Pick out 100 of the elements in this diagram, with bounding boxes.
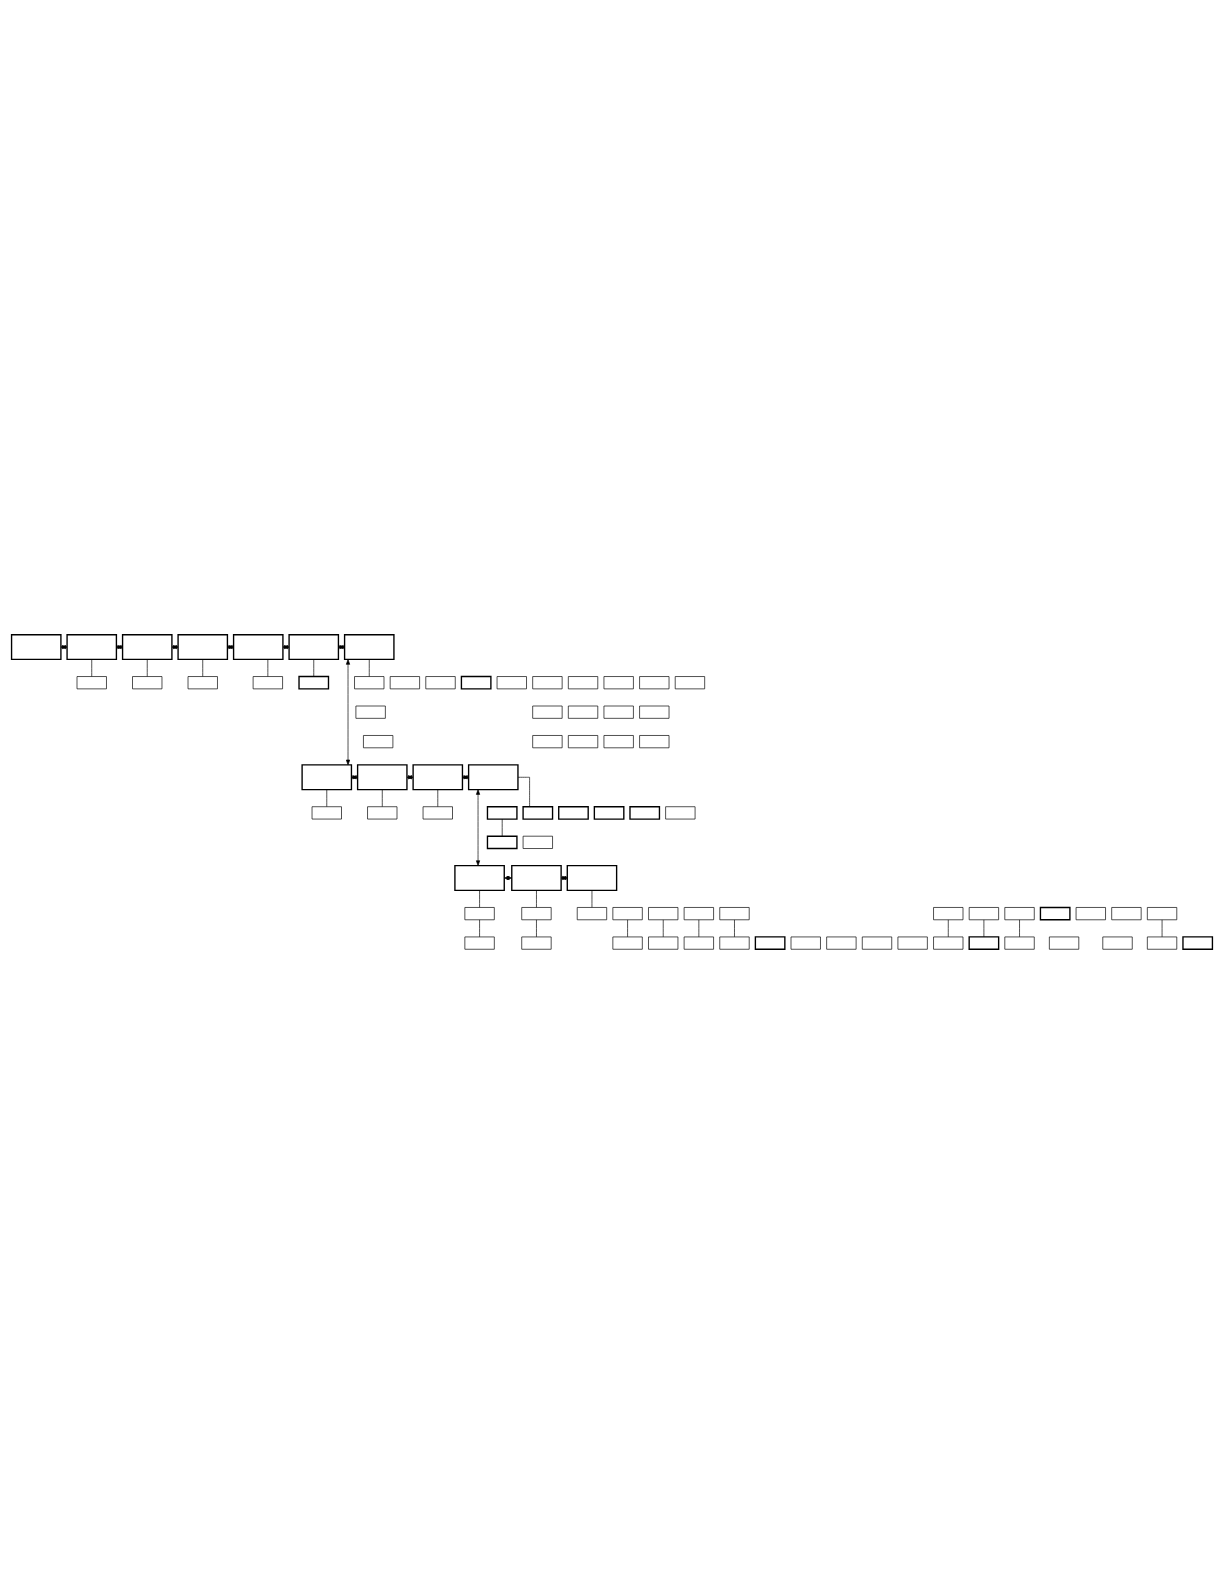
node-box bbox=[532, 676, 563, 690]
connector bbox=[368, 659, 370, 677]
node-box bbox=[1004, 936, 1035, 950]
node-box bbox=[1182, 936, 1214, 950]
node-box bbox=[486, 835, 518, 850]
node-box bbox=[521, 936, 552, 950]
node-box bbox=[532, 705, 563, 719]
node-box bbox=[511, 864, 562, 891]
node-box bbox=[356, 764, 408, 791]
arrow bbox=[476, 789, 481, 866]
node-box bbox=[754, 936, 786, 950]
connector bbox=[326, 789, 328, 807]
node-box bbox=[467, 764, 519, 791]
node-box bbox=[567, 705, 599, 719]
node-box bbox=[683, 936, 714, 950]
node-box bbox=[187, 676, 218, 690]
connector bbox=[202, 659, 204, 677]
connector bbox=[627, 919, 628, 938]
node-box bbox=[363, 735, 394, 749]
node-box bbox=[933, 936, 964, 950]
node-box bbox=[464, 936, 495, 950]
node-box bbox=[288, 634, 340, 661]
node-box bbox=[639, 676, 670, 690]
node-box bbox=[719, 936, 750, 950]
node-box bbox=[1102, 936, 1133, 950]
node-box bbox=[826, 936, 857, 950]
node-box bbox=[612, 936, 643, 950]
node-box bbox=[1075, 907, 1106, 921]
node-box bbox=[343, 634, 395, 661]
node-box bbox=[521, 907, 552, 921]
connector bbox=[437, 789, 439, 807]
node-box bbox=[576, 907, 608, 921]
node-box bbox=[422, 806, 453, 820]
arrow bbox=[346, 659, 351, 766]
node-box bbox=[486, 806, 518, 820]
node-box bbox=[354, 676, 385, 690]
node-box bbox=[298, 675, 330, 690]
node-box bbox=[454, 864, 505, 891]
node-box bbox=[367, 806, 398, 820]
connector bbox=[536, 890, 537, 908]
node-box bbox=[861, 936, 893, 950]
node-box bbox=[232, 634, 284, 661]
connector bbox=[91, 659, 93, 677]
connector bbox=[381, 789, 383, 807]
node-box bbox=[933, 907, 964, 921]
node-box bbox=[603, 705, 634, 719]
node-box bbox=[1039, 906, 1071, 921]
node-box bbox=[603, 676, 634, 690]
node-box bbox=[460, 675, 492, 690]
node-box bbox=[593, 806, 625, 820]
node-box bbox=[603, 735, 634, 749]
node-box bbox=[355, 705, 386, 719]
connector bbox=[501, 818, 503, 837]
connector bbox=[479, 919, 480, 938]
node-box bbox=[532, 735, 563, 749]
connector bbox=[591, 890, 593, 908]
node-box bbox=[412, 764, 464, 791]
connector bbox=[983, 919, 985, 938]
node-box bbox=[665, 806, 696, 820]
node-box bbox=[522, 835, 553, 849]
node-box bbox=[177, 634, 229, 661]
node-box bbox=[76, 676, 107, 690]
node-box bbox=[522, 806, 554, 820]
connector bbox=[313, 659, 315, 677]
node-box bbox=[639, 735, 670, 749]
node-box bbox=[639, 705, 670, 719]
node-box bbox=[629, 806, 661, 820]
node-box bbox=[1111, 907, 1142, 921]
node-box bbox=[496, 676, 527, 690]
connector bbox=[947, 919, 949, 938]
connector bbox=[479, 890, 480, 908]
node-box bbox=[1147, 936, 1178, 950]
node-box bbox=[132, 676, 163, 690]
node-box bbox=[968, 907, 999, 921]
node-box bbox=[897, 936, 928, 950]
node-box bbox=[612, 907, 643, 921]
node-box bbox=[790, 936, 821, 950]
connector bbox=[267, 659, 269, 677]
node-box bbox=[558, 806, 589, 820]
connector bbox=[146, 659, 148, 677]
node-box bbox=[121, 634, 173, 661]
node-box bbox=[567, 735, 599, 749]
node-box bbox=[683, 907, 714, 921]
connector bbox=[1019, 919, 1020, 938]
node-box bbox=[10, 634, 62, 661]
node-box bbox=[1147, 907, 1178, 921]
node-box bbox=[252, 676, 283, 690]
connector bbox=[734, 919, 735, 938]
node-box bbox=[1004, 907, 1035, 921]
node-box bbox=[567, 676, 599, 690]
node-box bbox=[1049, 936, 1080, 950]
connector bbox=[536, 919, 537, 938]
node-box bbox=[566, 864, 618, 891]
node-box bbox=[648, 936, 679, 950]
node-box bbox=[66, 634, 118, 661]
node-box bbox=[464, 907, 495, 921]
node-box bbox=[425, 676, 456, 690]
node-box bbox=[968, 936, 1000, 950]
node-box bbox=[648, 907, 679, 921]
connector bbox=[517, 776, 530, 808]
